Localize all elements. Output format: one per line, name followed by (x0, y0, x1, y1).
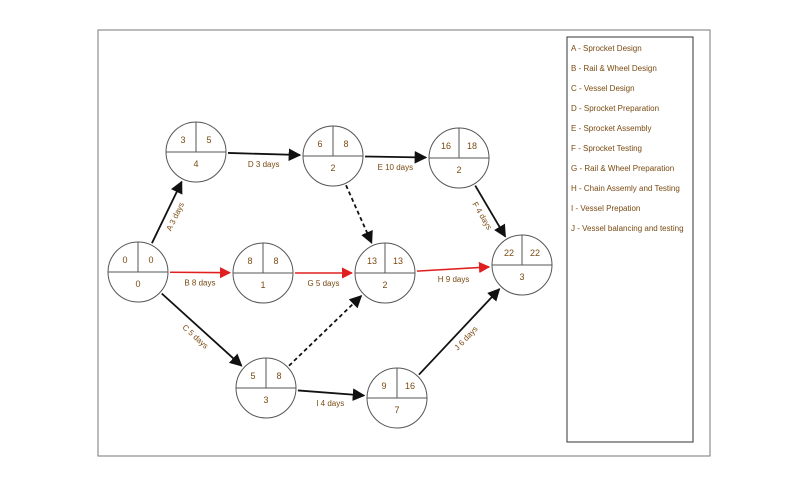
node-late-finish: 16 (405, 381, 415, 391)
node-slack: 1 (260, 280, 265, 290)
edge-line (151, 180, 183, 244)
edge-line (474, 185, 507, 238)
legend-item: A - Sprocket Design (571, 44, 642, 53)
legend-layer: A - Sprocket Design B - Rail & Wheel Desi… (571, 44, 684, 233)
node-slack: 2 (456, 165, 461, 175)
edge-label: B 8 days (184, 278, 215, 287)
edge-n3-n6: F 4 days (470, 185, 507, 238)
legend-item: G - Rail & Wheel Preparation (571, 164, 674, 173)
node-slack: 0 (135, 279, 140, 289)
edge-n4-n5: G 5 days (295, 267, 354, 288)
legend-item: D - Sprocket Preparation (571, 104, 659, 113)
node-early-start: 5 (250, 371, 255, 381)
edge-label: F 4 days (470, 200, 493, 231)
legend-item: J - Vessel balancing and testing (571, 224, 684, 233)
edge-label: C 5 days (181, 323, 210, 351)
legend-item: C - Vessel Design (571, 84, 635, 93)
diagram-frame (97, 29, 711, 457)
node-slack: 2 (382, 280, 387, 290)
legend-item: E - Sprocket Assembly (571, 124, 651, 133)
node-slack: 2 (330, 163, 335, 173)
edge-line (418, 288, 501, 376)
node-late-finish: 13 (393, 256, 403, 266)
node-late-finish: 0 (148, 255, 153, 265)
node-late-finish: 22 (530, 248, 540, 258)
edge-line (416, 261, 491, 274)
edges-layer: A 3 days D 3 days E 10 days F 4 days B 8 day… (151, 148, 507, 408)
legend-item: I - Vessel Prepation (571, 204, 640, 213)
edge-label: A 3 days (165, 201, 186, 233)
edge-n2-n5 (345, 184, 373, 244)
node-early-start: 3 (180, 135, 185, 145)
edge-line (345, 184, 373, 244)
node-slack: 3 (263, 395, 268, 405)
edge-line (364, 150, 428, 164)
edge-label: H 9 days (438, 275, 470, 284)
node-n2: 6 8 2 (302, 125, 364, 187)
edge-n7-n5 (288, 295, 363, 367)
edge-line (288, 295, 363, 367)
node-n4: 8 8 1 (232, 242, 294, 304)
node-slack: 4 (193, 159, 198, 169)
edge-line (227, 148, 302, 162)
node-early-start: 13 (367, 256, 377, 266)
node-early-start: 0 (122, 255, 127, 265)
node-late-finish: 5 (206, 135, 211, 145)
node-early-start: 16 (441, 141, 451, 151)
edge-label: D 3 days (248, 160, 280, 169)
node-n1: 3 5 4 (165, 121, 227, 183)
edge-n2-n3: E 10 days (364, 150, 428, 172)
node-n3: 16 18 2 (428, 127, 490, 189)
edge-n1-n2: D 3 days (227, 148, 302, 169)
edge-n0-n7: C 5 days (161, 292, 243, 367)
node-n6: 22 22 3 (491, 234, 553, 296)
edge-n8-n6: J 6 days (418, 288, 501, 376)
edge-n0-n4: B 8 days (169, 267, 232, 287)
node-slack: 3 (519, 272, 524, 282)
edge-label: J 6 days (453, 324, 480, 352)
legend-item: F - Sprocket Testing (571, 144, 642, 153)
node-early-start: 22 (504, 248, 514, 258)
node-n5: 13 13 2 (354, 242, 416, 304)
node-early-start: 6 (317, 139, 322, 149)
legend-item: B - Rail & Wheel Design (571, 64, 657, 73)
legend-box (566, 36, 694, 443)
edge-line (161, 292, 243, 367)
node-n7: 5 8 3 (235, 357, 297, 419)
edge-line (297, 388, 366, 401)
edge-label: G 5 days (307, 279, 339, 288)
edge-n7-n8: I 4 days (297, 388, 366, 408)
edge-label: E 10 days (378, 163, 414, 172)
node-late-finish: 8 (276, 371, 281, 381)
edge-n0-n1: A 3 days (151, 180, 186, 244)
legend-item: H - Chain Assemly and Testing (571, 184, 680, 193)
node-late-finish: 18 (467, 141, 477, 151)
node-slack: 7 (394, 405, 399, 415)
node-late-finish: 8 (273, 256, 278, 266)
edge-label: I 4 days (316, 399, 344, 408)
node-n8: 9 16 7 (366, 367, 428, 429)
node-early-start: 8 (247, 256, 252, 266)
node-n0: 0 0 0 (107, 241, 169, 303)
edge-n5-n6: H 9 days (416, 261, 491, 284)
node-late-finish: 8 (343, 139, 348, 149)
node-early-start: 9 (381, 381, 386, 391)
